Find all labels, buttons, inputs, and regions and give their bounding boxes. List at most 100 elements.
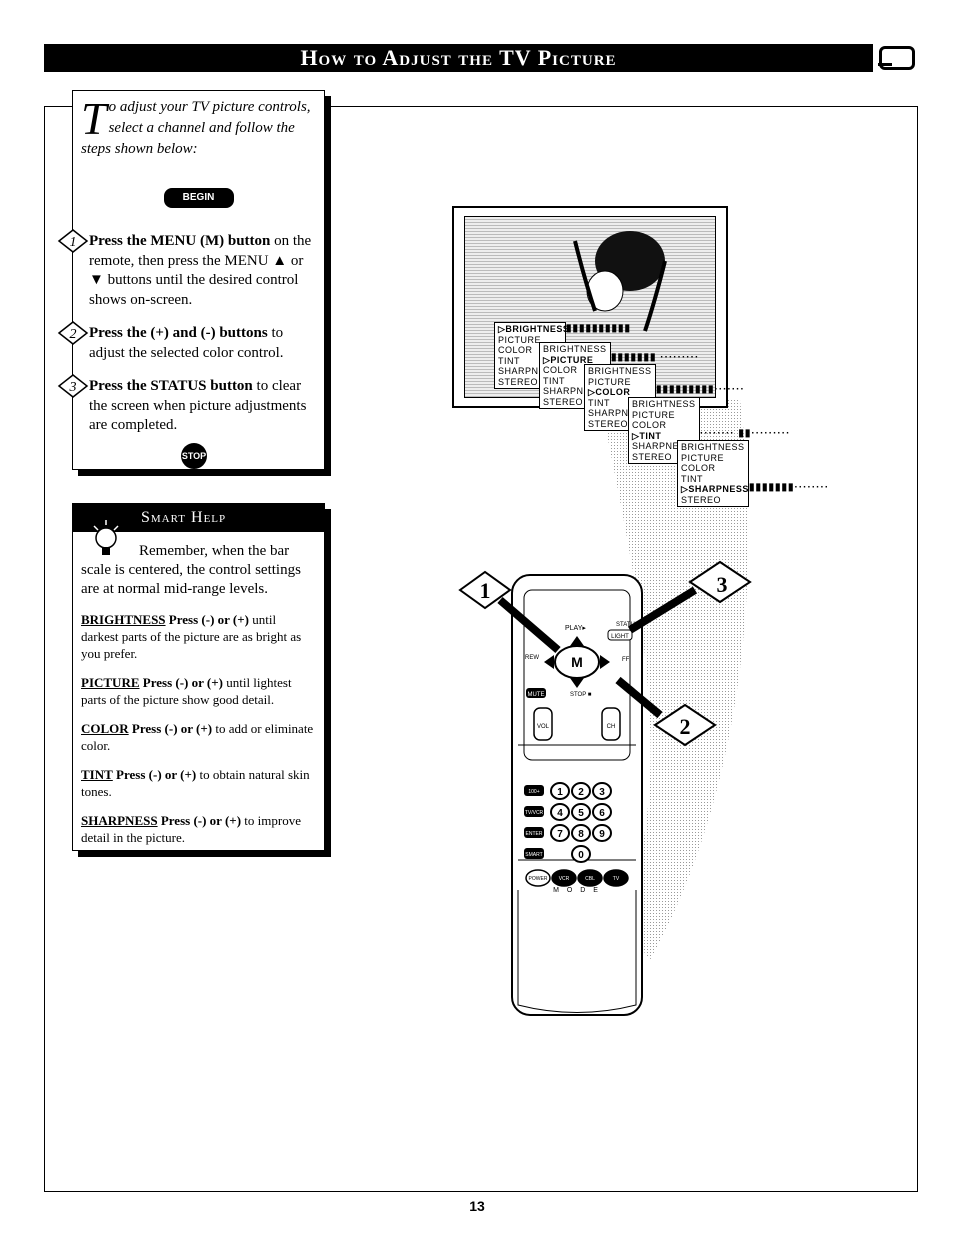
osd-menu-item: TINT (543, 375, 565, 386)
digit-button (571, 803, 591, 821)
tip-press: Press (-) or (+) (131, 721, 213, 736)
step-1: 1 Press the MENU (M) button on the remot… (57, 229, 316, 310)
volume-rocker (533, 707, 553, 741)
osd-menu-item: TINT (588, 397, 610, 408)
light-beam-graphic (600, 400, 749, 960)
begin-badge: BEGIN (163, 188, 234, 208)
page-number: 13 (469, 1198, 485, 1214)
svg-text:LIGHT: LIGHT (611, 634, 629, 640)
osd-menu-item: COLOR (632, 420, 667, 430)
digit-button (592, 782, 612, 800)
tip-term: COLOR (81, 721, 129, 736)
tip-tint: TINT Press (-) or (+) to obtain natural … (73, 766, 324, 800)
tip-text: to improve detail in the picture. (81, 813, 301, 845)
osd-menu-item: TINT (681, 473, 703, 484)
digit-button (550, 782, 570, 800)
svg-text:CH: CH (607, 724, 616, 730)
osd-menu-item: ▷COLOR (588, 387, 631, 397)
step-number-diamond-icon: 2 (57, 321, 89, 345)
digit-button (592, 803, 612, 821)
mode-button-label: VCR (559, 876, 570, 882)
svg-text:MUTE: MUTE (528, 692, 545, 698)
callout-2: 2 (615, 676, 717, 747)
mode-button-label: POWER (529, 876, 548, 882)
cartoon-image (573, 231, 667, 332)
osd-menu-item: STEREO (632, 451, 673, 462)
smart-help-panel: Smart Help Remember, when the bar scale … (72, 503, 325, 851)
adjust-bar-indicator: ▮▮▮▮▮▮▮▮▮▮ (566, 323, 632, 334)
mode-button (525, 869, 551, 887)
mode-label: M O D E (553, 887, 601, 894)
tip-term: SHARPNESS (81, 813, 158, 828)
tv-icon (878, 46, 915, 70)
step-2-action: Press the (+) and (-) buttons (89, 325, 268, 341)
osd-menu-item: ▷PICTURE (543, 354, 594, 365)
stop-label: STOP ■ (570, 692, 592, 698)
digit-label: 1 (557, 787, 563, 798)
osd-menu-item: STEREO (588, 418, 629, 429)
adjust-bar-indicator: ········ ▮▮········· (700, 428, 791, 439)
osd-menu-item: STEREO (498, 376, 539, 387)
digit-label: 9 (599, 829, 605, 840)
osd-menu-item: BRIGHTNESS (543, 344, 607, 354)
osd-menu-item: BRIGHTNESS (632, 399, 696, 409)
step-3: 3 Press the STATUS button to clear the s… (57, 374, 316, 436)
osd-menu-item: COLOR (543, 365, 578, 375)
tip-brightness: BRIGHTNESS Press (-) or (+) until darkes… (73, 611, 324, 662)
digit-label: 3 (599, 787, 605, 798)
svg-text:2: 2 (70, 327, 77, 342)
side-button-label: TV/VCR (525, 810, 544, 816)
digit-button (571, 824, 591, 842)
svg-text:1: 1 (70, 235, 77, 250)
digit-label: 0 (578, 850, 584, 861)
status-label: STATUS (616, 622, 639, 628)
side-button (524, 827, 544, 838)
side-button (524, 848, 544, 859)
svg-text:VOL: VOL (537, 724, 550, 730)
callout-3: 3 (627, 560, 752, 634)
step-number-diamond-icon: 1 (57, 229, 89, 253)
step-number-diamond-icon: 3 (57, 374, 89, 398)
digit-label: 4 (557, 808, 563, 819)
tip-text: until lightest parts of the picture show… (81, 675, 292, 707)
osd-menu-item: ▷BRIGHTNESS (498, 324, 570, 334)
page-title: How to Adjust the TV Picture (44, 44, 873, 72)
side-button-label: ENTER (526, 831, 543, 837)
digit-button (550, 824, 570, 842)
step-1-text: on the remote, then press the MENU ▲ or … (89, 233, 312, 308)
page-frame (44, 106, 918, 1192)
rew-label: REW (525, 655, 539, 661)
stop-sign-icon: STOP (181, 443, 207, 469)
channel-rocker (601, 707, 621, 741)
osd-menu-item: TINT (498, 355, 520, 366)
adjust-bar-indicator: ▮▮▮▮▮▮▮········ (749, 482, 830, 493)
smart-help-intro: Remember, when the bar scale is centered… (81, 543, 301, 597)
osd-menu-item: SHARPNESS (632, 441, 693, 451)
tip-color: COLOR Press (-) or (+) to add or elimina… (73, 720, 324, 754)
digit-label: 2 (578, 787, 584, 798)
tip-term: PICTURE (81, 675, 140, 690)
callout-1: 1 (458, 570, 561, 654)
tip-term: TINT (81, 767, 113, 782)
osd-menu-item: BRIGHTNESS (588, 366, 652, 376)
svg-text:3: 3 (69, 380, 77, 395)
step-2: 2 Press the (+) and (-) buttons to adjus… (57, 321, 316, 363)
remote-control-illustration: M PLAY▸ STATUS LIGHT REW FF MUTE STOP ■ … (458, 560, 752, 1016)
digit-label: 5 (578, 808, 584, 819)
tip-text: until darkest parts of the picture are a… (81, 612, 302, 661)
osd-menu-item: SHARPNESS (543, 386, 604, 396)
tip-text: to obtain natural skin tones. (81, 767, 310, 799)
digit-button (550, 803, 570, 821)
digit-button (571, 782, 591, 800)
step-1-action: Press the MENU (M) button (89, 233, 271, 249)
side-button-label: SMART (525, 852, 542, 858)
osd-menu-item: STEREO (681, 494, 722, 505)
digit-label: 8 (578, 829, 584, 840)
play-label: PLAY▸ (565, 625, 586, 632)
mode-button (577, 869, 603, 887)
osd-menu-item: SHARPNESS (588, 408, 649, 418)
